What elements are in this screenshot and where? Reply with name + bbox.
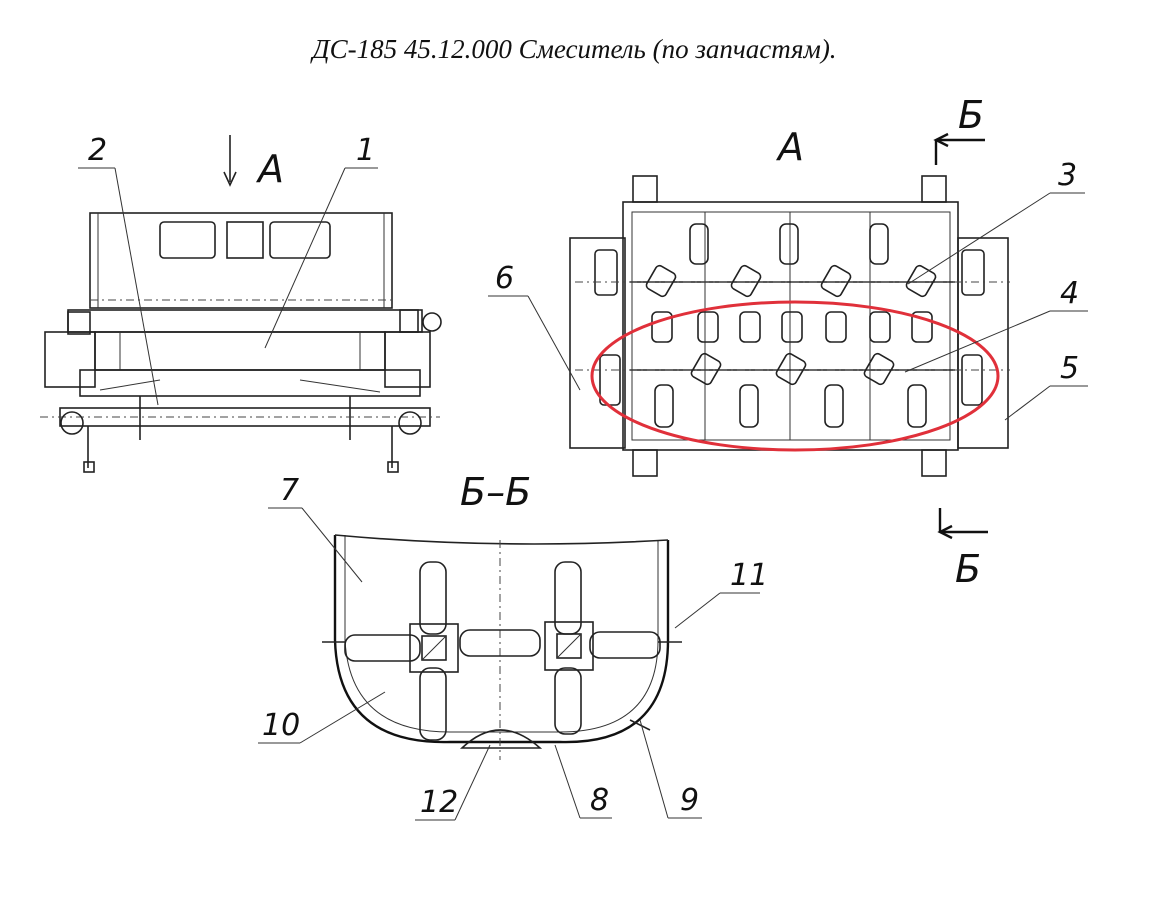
callout-8: 8 [590, 783, 609, 818]
mixer-trough-front [94, 331, 386, 371]
callout-9-leader [639, 719, 669, 819]
ear-bottom-left [632, 449, 658, 477]
trough-shell [333, 535, 670, 744]
gearbox-left [44, 331, 96, 388]
left-rotor [344, 561, 541, 741]
support-bracket [629, 719, 651, 731]
drive-left [569, 237, 626, 449]
top-view-label: А [775, 125, 804, 169]
section-mark-top: Б [958, 93, 984, 137]
callout-3-leader [907, 192, 1051, 285]
gearbox-right [384, 331, 431, 388]
callout-2-leader [114, 167, 159, 406]
drive-right [957, 237, 1009, 449]
motor-left [67, 311, 91, 335]
top-view: А Б Б [488, 93, 1088, 591]
callout-7: 7 [280, 473, 299, 508]
section-mark-bottom-arrowhead [937, 524, 953, 540]
section-mark-top-arrowhead [933, 132, 949, 148]
callout-2: 2 [88, 133, 107, 168]
motor-right-upper [961, 249, 985, 296]
wheel-left [60, 411, 84, 435]
callout-1: 1 [356, 133, 375, 168]
callout-10-leader [299, 691, 386, 744]
foot-left [83, 461, 95, 473]
hopper-hatch-2 [226, 221, 264, 259]
section-view-label: Б–Б [460, 470, 531, 514]
ear-top-right [921, 175, 947, 203]
page-title: ДС-185 45.12.000 Смеситель (по запчастям… [312, 34, 837, 64]
callout-6-leader [527, 295, 581, 391]
trough-top-edge [334, 534, 669, 545]
right-rotor [544, 561, 661, 735]
callout-3: 3 [1058, 158, 1077, 193]
callout-4: 4 [1060, 276, 1079, 311]
highlight-ellipse [590, 300, 1000, 452]
strut-2 [299, 379, 381, 393]
trough-inner [631, 211, 951, 441]
hopper-hatch-3 [269, 221, 331, 259]
callout-4-leader [904, 310, 1051, 373]
foot-right [387, 461, 399, 473]
callout-12-leader [454, 744, 491, 821]
ear-top-left [632, 175, 658, 203]
callout-12: 12 [420, 785, 458, 820]
callout-10: 10 [262, 708, 300, 743]
callout-5: 5 [1060, 351, 1079, 386]
section-mark-bottom: Б [955, 547, 981, 591]
section-view: Б–Б [258, 470, 768, 821]
motor-right [399, 309, 423, 333]
lower-blade-row [654, 352, 927, 428]
motor-shaft [422, 312, 442, 332]
trough-bottom [79, 369, 421, 397]
motor-left-lower [599, 354, 621, 406]
ear-bottom-right [921, 449, 947, 477]
front-view: А [40, 133, 442, 473]
frame-top-beam [67, 309, 419, 333]
motor-left-upper [594, 249, 618, 296]
view-arrow-head [223, 171, 237, 187]
upper-blade-row [645, 223, 937, 343]
callout-5-leader [1004, 385, 1051, 421]
callout-11: 11 [730, 558, 768, 593]
callout-7-leader [301, 507, 363, 583]
strut-1 [99, 379, 161, 391]
callout-1-leader [264, 167, 346, 349]
callout-9: 9 [680, 783, 699, 818]
trough-liner [344, 535, 659, 733]
callout-8-leader [554, 744, 581, 819]
front-view-label: А [255, 147, 284, 191]
discharge-gate [459, 729, 543, 749]
wheel-right [398, 411, 422, 435]
callout-11-leader [674, 592, 721, 629]
motor-right-lower [961, 354, 983, 406]
hopper-body [89, 212, 393, 309]
callout-6: 6 [495, 261, 514, 296]
hopper-hatch-1 [159, 221, 216, 259]
